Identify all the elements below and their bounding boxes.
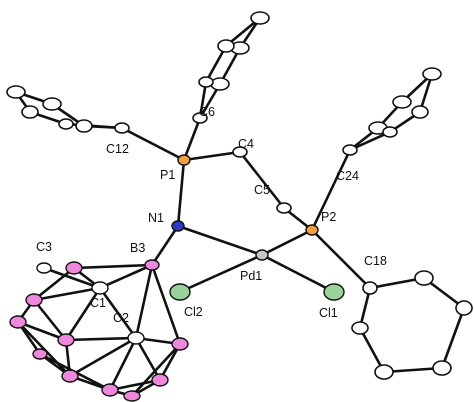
phenyl-carbon-atoms <box>6 11 473 380</box>
label-Cl1: Cl1 <box>319 306 338 320</box>
heteroatoms <box>169 154 345 301</box>
bond-P1-C12 <box>120 126 186 162</box>
atom-Pd1 <box>255 249 269 261</box>
label-B3: B3 <box>130 241 145 255</box>
atom-P1 <box>177 154 191 166</box>
carborane-atoms <box>9 259 189 402</box>
bond-Pd1-P2 <box>260 228 314 257</box>
label-Pd1: Pd1 <box>240 269 262 283</box>
label-C1: C1 <box>90 296 106 310</box>
bond-N1-B3 <box>150 224 180 267</box>
bond-Pd1-Cl2 <box>178 253 264 294</box>
label-N1: N1 <box>148 211 164 225</box>
label-P2: P2 <box>321 210 336 224</box>
label-C2: C2 <box>113 311 129 325</box>
label-Cl2: Cl2 <box>184 305 203 319</box>
label-C6: C6 <box>199 105 215 119</box>
phenyl-ring-C6 <box>198 16 262 120</box>
atom-N1 <box>171 220 185 232</box>
atom-Cl2 <box>169 283 191 301</box>
atom-Cl1 <box>323 283 345 301</box>
atom-P2 <box>305 224 319 236</box>
bonds <box>120 116 372 294</box>
label-C5: C5 <box>254 183 270 197</box>
bond-Pd1-Cl1 <box>260 253 336 294</box>
label-C12: C12 <box>106 142 129 156</box>
bond-P2-C18 <box>310 228 372 290</box>
bond-N1-Pd1 <box>176 224 264 257</box>
bond-P2-C24 <box>310 148 352 232</box>
label-P1: P1 <box>160 168 175 182</box>
label-C24: C24 <box>336 169 359 183</box>
label-C4: C4 <box>238 137 254 151</box>
label-C3: C3 <box>36 240 52 254</box>
bond-C4-C5 <box>238 150 286 210</box>
label-C18: C18 <box>364 254 387 268</box>
bond-P1-N1 <box>176 158 186 228</box>
atom-labels: C6 C12 C4 P1 C5 C24 N1 P2 C3 B3 C18 C1 P… <box>36 105 387 325</box>
bond-P1-C6 <box>182 116 202 162</box>
bond-P1-C4 <box>182 150 242 162</box>
